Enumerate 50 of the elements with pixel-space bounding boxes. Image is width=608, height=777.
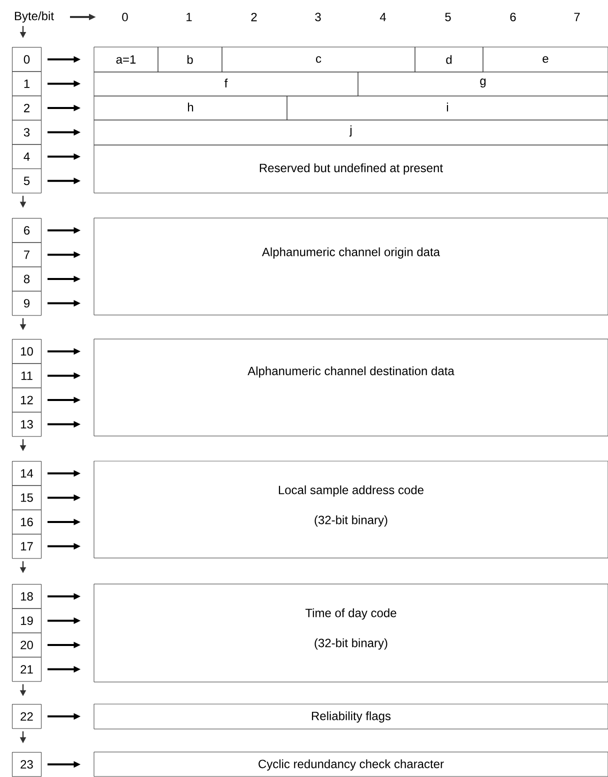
byte-number-box: 19 xyxy=(12,608,42,634)
byte-number-box: 23 xyxy=(12,752,42,777)
bit-number: 3 xyxy=(315,12,321,22)
byte-number-box: 6 xyxy=(12,218,42,243)
field-box: Reliability flags xyxy=(94,704,608,730)
field-box: Cyclic redundancy check character xyxy=(94,752,608,777)
byte-number-box: 3 xyxy=(12,120,42,145)
bit-number: 7 xyxy=(574,12,580,22)
bit-number: 4 xyxy=(380,12,386,22)
byte-number-box: 7 xyxy=(12,242,42,268)
field-box: e xyxy=(482,46,608,72)
field-box: h xyxy=(94,96,288,120)
field-box: Alphanumeric channel destination data xyxy=(94,338,608,436)
byte-number-box: 14 xyxy=(12,461,42,486)
byte-number-box: 22 xyxy=(12,704,42,729)
byte-number-box: 9 xyxy=(12,290,42,316)
byte-number-box: 13 xyxy=(12,412,42,437)
byte-number-box: 15 xyxy=(12,485,42,510)
byte-number-box: 12 xyxy=(12,388,42,412)
field-box: Alphanumeric channel origin data xyxy=(94,218,608,316)
byte-number-box: 4 xyxy=(12,144,42,169)
byte-number-box: 1 xyxy=(12,71,42,96)
field-box: j xyxy=(94,120,608,146)
field-box: Local sample address code (32-bit binary) xyxy=(94,460,608,558)
bit-number: 6 xyxy=(510,12,516,22)
byte-number-box: 17 xyxy=(12,534,42,559)
field-box: d xyxy=(414,46,484,72)
bit-number: 1 xyxy=(186,12,192,22)
byte-number-box: 20 xyxy=(12,632,42,658)
byte-number-box: 11 xyxy=(12,363,42,388)
field-box: Time of day code (32-bit binary) xyxy=(94,584,608,682)
bit-number: 0 xyxy=(122,12,128,22)
field-box: b xyxy=(158,46,222,72)
header-label: Byte/bit xyxy=(14,11,54,23)
byte-number-box: 10 xyxy=(12,339,42,364)
bit-number: 2 xyxy=(251,12,257,22)
field-box: a=1 xyxy=(94,46,158,72)
field-box: c xyxy=(222,46,416,72)
byte-number-box: 21 xyxy=(12,656,42,682)
bit-number: 5 xyxy=(445,12,451,22)
field-box: i xyxy=(286,96,608,120)
field-box: g xyxy=(358,72,608,96)
byte-number-box: 8 xyxy=(12,266,42,292)
byte-number-box: 5 xyxy=(12,168,42,194)
byte-number-box: 0 xyxy=(12,47,42,72)
field-box: Reserved but undefined at present xyxy=(94,144,608,194)
field-box: f xyxy=(94,72,358,96)
byte-number-box: 2 xyxy=(12,96,42,120)
byte-number-box: 16 xyxy=(12,510,42,534)
byte-number-box: 18 xyxy=(12,584,42,609)
